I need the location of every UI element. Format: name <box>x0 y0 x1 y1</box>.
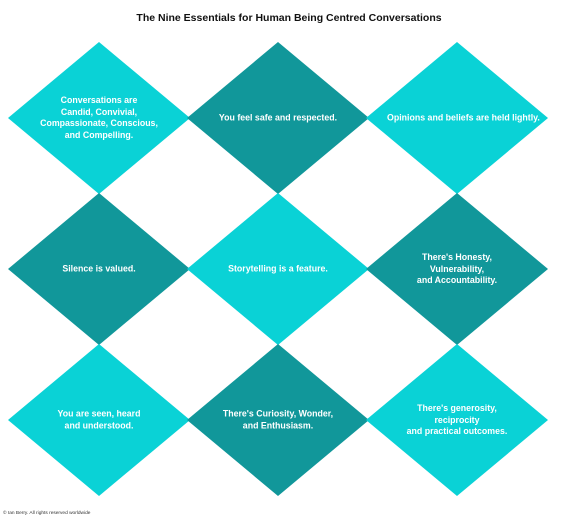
copyright-footer: © Ian Berry. All rights reserved worldwi… <box>3 511 91 516</box>
essential-text: There's Curiosity, Wonder,and Enthusiasm… <box>208 409 348 432</box>
essential-text-line: Conversations are <box>60 95 138 105</box>
essential-text: You feel safe and respected. <box>208 112 348 124</box>
essential-text-line: Storytelling is a feature. <box>228 263 328 274</box>
essential-text-line: and understood. <box>64 420 134 430</box>
essential-text-line: You feel safe and respected. <box>218 112 338 123</box>
essential-diamond <box>187 42 369 194</box>
essential-text: Silence is valued. <box>29 263 169 275</box>
essential-diamond <box>366 344 548 496</box>
essential-diamond <box>8 42 190 194</box>
essential-text-line: Compassionate, Conscious, <box>40 118 158 128</box>
essential-text-line: There's generosity, <box>417 402 497 413</box>
essential-text-line: There's Curiosity, Wonder, <box>222 408 334 419</box>
essential-text-line: and Compelling. <box>64 129 134 140</box>
page-title: The Nine Essentials for Human Being Cent… <box>136 12 442 24</box>
essential-diamond <box>187 344 369 496</box>
essential-text: Storytelling is a feature. <box>208 263 348 275</box>
essential-text-line: reciprocity <box>434 414 480 425</box>
essential-text-line: Opinions and beliefs are held lightly. <box>387 112 540 123</box>
essential-text-line: Vulnerability, <box>429 263 485 274</box>
essential-text-line: Silence is valued. <box>62 263 136 274</box>
essential-text-line: There's Honesty, <box>422 251 492 262</box>
essential-diamond <box>366 193 548 345</box>
essential-text-line: You are seen, heard <box>57 408 141 419</box>
essential-diamond <box>8 193 190 345</box>
essential-diamond <box>187 193 369 345</box>
essential-diamond <box>366 42 548 194</box>
essential-text: Opinions and beliefs are held lightly. <box>387 112 540 124</box>
essential-text-line: and practical outcomes. <box>406 425 508 436</box>
essential-diamond <box>8 344 190 496</box>
essential-text: There's Honesty,Vulnerability,and Accoun… <box>387 252 527 287</box>
essential-text-line: and Accountability. <box>416 274 498 285</box>
essential-text-line: and Enthusiasm. <box>242 420 314 430</box>
essential-text-line: Candid, Convivial, <box>60 106 138 117</box>
